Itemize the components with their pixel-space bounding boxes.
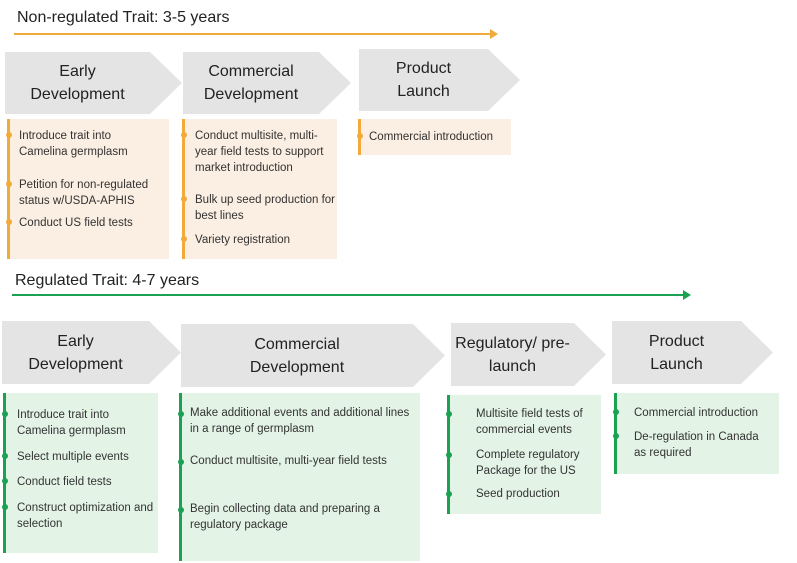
reg-stage-regulatory-pre-launch: Regulatory/ pre-launch (451, 323, 606, 386)
list-item: Commercial introduction (369, 131, 493, 143)
regulated-timeline-arrow (12, 290, 691, 300)
list-item: Petition for non-regulated status w/USDA… (19, 179, 149, 207)
stage-label: Regulatory/ pre-launch (455, 334, 570, 375)
list-item: Variety registration (195, 234, 291, 246)
stage-label: Product Launch (648, 332, 705, 373)
list-item: Conduct field tests (17, 476, 112, 488)
nonregulated-timeline-arrow (14, 29, 498, 39)
list-item: Conduct multisite, multi-year field test… (195, 130, 324, 174)
nonregulated-title: Non-regulated Trait: 3-5 years (17, 9, 230, 26)
stage-label: Commercial Development (249, 335, 345, 376)
reg-commercial-development-box: Make additional events and additional li… (178, 393, 420, 561)
list-item: Select multiple events (17, 451, 129, 463)
reg-stage-commercial-development: Commercial Development (181, 324, 445, 387)
list-item: Commercial introduction (634, 407, 758, 419)
stage-label: Early Development (30, 63, 125, 103)
stage-label: Commercial Development (203, 63, 299, 103)
list-item: Conduct US field tests (19, 217, 133, 229)
list-item: Seed production (476, 488, 560, 500)
reg-regulatory-pre-launch-box: Multisite field tests of commercial even… (446, 395, 601, 514)
reg-early-development-box: Introduce trait into Camelina germplasm … (2, 393, 158, 553)
list-item: Construct optimization and selection (17, 502, 154, 530)
list-item: Bulk up seed production for best lines (195, 194, 336, 222)
stage-label: Early Development (28, 332, 123, 373)
list-item: Begin collecting data and preparing a re… (190, 503, 380, 531)
nonreg-product-launch-box: Commercial introduction (357, 119, 511, 155)
reg-stage-early-development: Early Development (2, 321, 181, 384)
stage-label: Product Launch (395, 60, 452, 100)
reg-product-launch-box: Commercial introduction De-regulation in… (613, 393, 779, 474)
nonreg-stage-early-development: Early Development (5, 52, 182, 114)
nonreg-early-development-box: Introduce trait into Camelina germplasm … (6, 119, 169, 259)
list-item: De-regulation in Canada as required (634, 431, 759, 459)
regulated-title: Regulated Trait: 4-7 years (15, 272, 200, 289)
nonreg-stage-commercial-development: Commercial Development (183, 52, 351, 114)
list-item: Conduct multisite, multi-year field test… (190, 455, 387, 467)
reg-stage-product-launch: Product Launch (612, 321, 773, 384)
list-item: Introduce trait into Camelina germplasm (19, 130, 128, 158)
list-item: Introduce trait into Camelina germplasm (17, 409, 126, 437)
list-item: Multisite field tests of commercial even… (476, 408, 583, 436)
nonreg-commercial-development-box: Conduct multisite, multi-year field test… (181, 119, 337, 259)
list-item: Make additional events and additional li… (190, 407, 410, 435)
list-item: Complete regulatory Package for the US (476, 449, 580, 477)
nonreg-stage-product-launch: Product Launch (359, 49, 520, 111)
